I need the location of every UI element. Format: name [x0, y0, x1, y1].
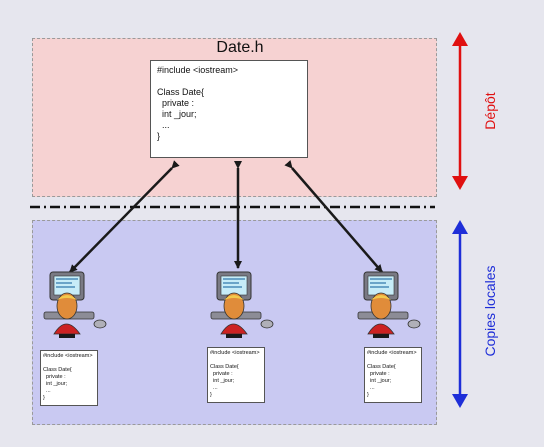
local-double-arrow-icon [452, 220, 468, 408]
local-copy-code-box: #include <iostream> Class Date{ private … [207, 347, 265, 403]
connector-right [284, 160, 383, 273]
connector-left [69, 160, 180, 273]
local-copy-code-box: #include <iostream> Class Date{ private … [40, 350, 98, 406]
local-copy-code-box: #include <iostream> Class Date{ private … [364, 347, 422, 403]
side-arrows [452, 32, 468, 408]
depot-code-box: #include <iostream> Class Date{ private … [150, 60, 308, 158]
local-copies-label: Copies locales [482, 265, 498, 357]
developer-workstation-icon [43, 271, 107, 338]
developer-workstation-icon [357, 271, 421, 338]
developer-workstation-icon [210, 271, 274, 338]
depot-double-arrow-icon [452, 32, 468, 190]
depot-label: Dépôt [482, 92, 498, 130]
depot-file-title: Date.h [216, 39, 264, 56]
